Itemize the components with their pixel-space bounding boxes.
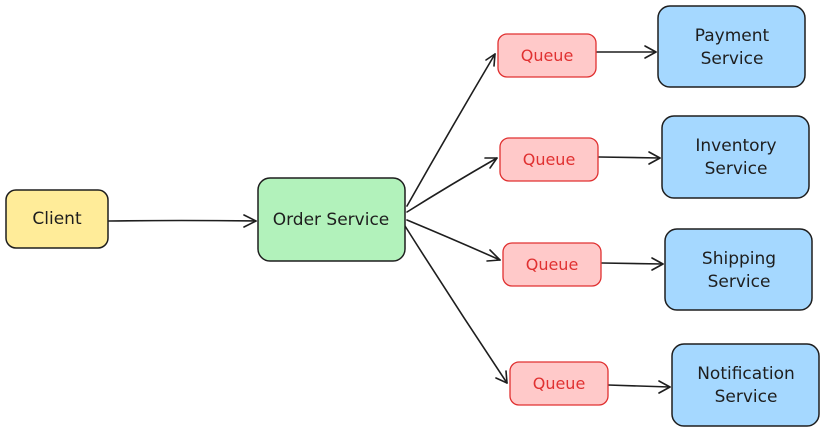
queue-node-3[interactable]: Queue: [502, 242, 602, 287]
edges: [108, 45, 671, 394]
edge-order-to-queue-2: [406, 157, 498, 213]
queue-label-4: Queue: [533, 374, 586, 393]
queue-box-1: [497, 33, 597, 78]
queue-label-1: Queue: [521, 46, 574, 65]
client-box: [5, 189, 109, 249]
queue-box-4: [509, 361, 609, 406]
edge-order-to-queue-3: [406, 219, 501, 261]
arrowhead-payment: [644, 45, 657, 59]
shipping-service-label-line1: Shipping: [702, 249, 776, 269]
arrowhead-queue-4: [495, 370, 508, 384]
order-service-label: Order Service: [273, 210, 390, 230]
queue-node-2[interactable]: Queue: [499, 137, 599, 182]
notification-service-label-line1: Notification: [697, 364, 795, 384]
order-service-box: [257, 177, 406, 262]
payment-service-label-line1: Payment: [695, 26, 770, 46]
arrowhead-inventory: [648, 151, 661, 165]
arrowhead-shipping: [651, 257, 664, 271]
shipping-service-box: [664, 228, 813, 311]
edge-queue-4-to-notification: [607, 384, 671, 388]
arrowhead-queue-3: [486, 249, 501, 262]
inventory-service-node[interactable]: Inventory Service: [661, 115, 810, 199]
arrowhead-notification: [658, 380, 671, 394]
notification-service-node[interactable]: Notification Service: [671, 343, 820, 427]
queue-box-3: [502, 242, 602, 287]
arrowhead-order-service: [243, 214, 257, 228]
client-label: Client: [32, 209, 82, 229]
payment-service-node[interactable]: Payment Service: [657, 5, 806, 88]
queue-box-2: [499, 137, 599, 182]
queue-label-3: Queue: [526, 255, 579, 274]
shipping-service-label-line2: Service: [708, 272, 771, 292]
client-node[interactable]: Client: [5, 189, 109, 249]
edge-queue-3-to-shipping: [601, 262, 664, 265]
edge-order-to-queue-4: [404, 225, 508, 384]
queue-label-2: Queue: [523, 150, 576, 169]
payment-service-label-line2: Service: [701, 49, 764, 69]
edge-order-to-queue-1: [406, 53, 496, 207]
shipping-service-node[interactable]: Shipping Service: [664, 228, 813, 311]
queue-node-4[interactable]: Queue: [509, 361, 609, 406]
notification-service-label-line2: Service: [715, 387, 778, 407]
notification-service-box: [671, 343, 820, 427]
edge-queue-2-to-inventory: [598, 156, 661, 159]
payment-service-box: [657, 5, 806, 88]
order-service-node[interactable]: Order Service: [257, 177, 406, 262]
arrowhead-queue-1: [485, 53, 496, 67]
inventory-service-label-line1: Inventory: [695, 136, 776, 156]
edge-client-to-order-service: [108, 219, 257, 222]
arrowhead-queue-2: [484, 157, 498, 169]
inventory-service-box: [661, 115, 810, 199]
inventory-service-label-line2: Service: [705, 159, 768, 179]
queue-node-1[interactable]: Queue: [497, 33, 597, 78]
